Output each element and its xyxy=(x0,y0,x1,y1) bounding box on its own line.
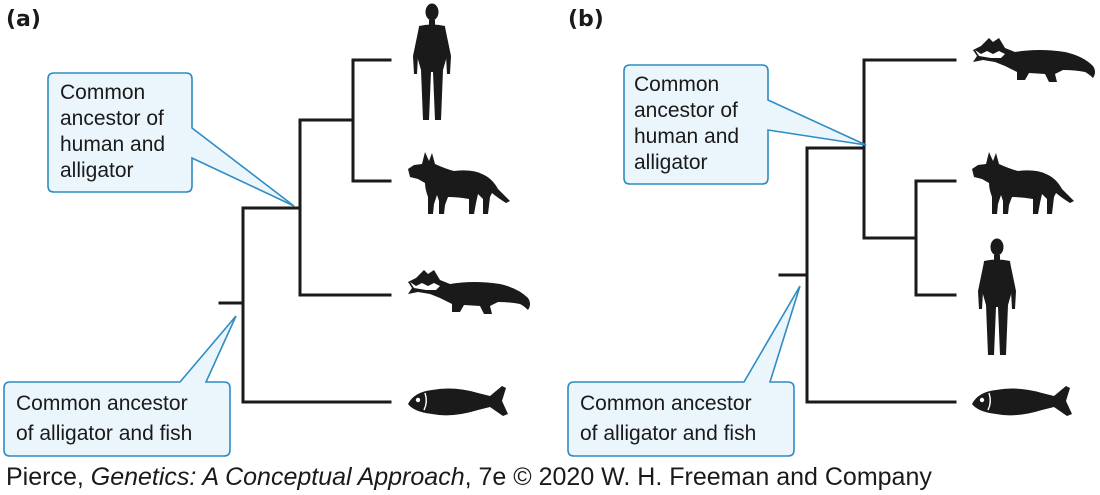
alligator-silhouette-icon xyxy=(408,270,530,314)
panel-b: (b) Common ancestor of human and alligat… xyxy=(567,7,1095,457)
panel-a: (a) Common ancestor of human and alligat… xyxy=(3,3,530,457)
human-silhouette-icon xyxy=(978,238,1016,355)
wolf-silhouette-icon xyxy=(408,152,510,214)
callout-ancestor-human-alligator-b: Common ancestor of human and alligator xyxy=(623,64,867,185)
callout-line: alligator xyxy=(634,151,708,174)
callout-line: Common xyxy=(634,73,719,96)
callout-line: ancestor of xyxy=(634,99,738,122)
callout-line: ancestor of xyxy=(60,107,164,130)
tree-a-branches xyxy=(218,58,392,404)
fish-silhouette-icon xyxy=(971,385,1073,417)
callout-line: Common xyxy=(60,81,145,104)
callout-line: human and xyxy=(60,133,165,156)
credit-line: Pierce, Genetics: A Conceptual Approach,… xyxy=(6,463,932,491)
credit-book-title: Genetics: A Conceptual Approach xyxy=(91,463,465,491)
callout-line: Common ancestor xyxy=(16,392,188,415)
svg-text:Common ancestor of all: Common ancestor of alligator and fish xyxy=(16,392,193,445)
callout-line: alligator xyxy=(60,159,134,182)
callout-line: human and xyxy=(634,125,739,148)
panel-label-b: (b) xyxy=(568,7,604,32)
credit-author: Pierce, xyxy=(6,463,91,491)
human-silhouette-icon xyxy=(413,3,451,120)
alligator-silhouette-icon xyxy=(973,38,1095,82)
callout-ancestor-alligator-fish-a: Common ancestor of alligator and fish xyxy=(3,315,237,457)
callout-line: of alligator and fish xyxy=(16,422,192,445)
svg-text:Common ancestor of all: Common ancestor of alligator and fish xyxy=(580,392,757,445)
callout-line: of alligator and fish xyxy=(580,422,756,445)
svg-text:Common ancestor of: Common ancestor of human and alligator xyxy=(60,81,171,182)
tree-b-branches xyxy=(778,58,957,404)
callout-ancestor-alligator-fish-b: Common ancestor of alligator and fish xyxy=(567,285,801,457)
callout-ancestor-human-alligator-a: Common ancestor of human and alligator xyxy=(47,72,295,207)
fish-silhouette-icon xyxy=(407,385,509,417)
svg-text:Common ancestor of: Common ancestor of human and alligator xyxy=(634,73,745,174)
wolf-silhouette-icon xyxy=(972,152,1074,214)
callout-line: Common ancestor xyxy=(580,392,752,415)
panel-label-a: (a) xyxy=(6,7,41,32)
credit-publisher: , 7e © 2020 W. H. Freeman and Company xyxy=(465,463,933,491)
